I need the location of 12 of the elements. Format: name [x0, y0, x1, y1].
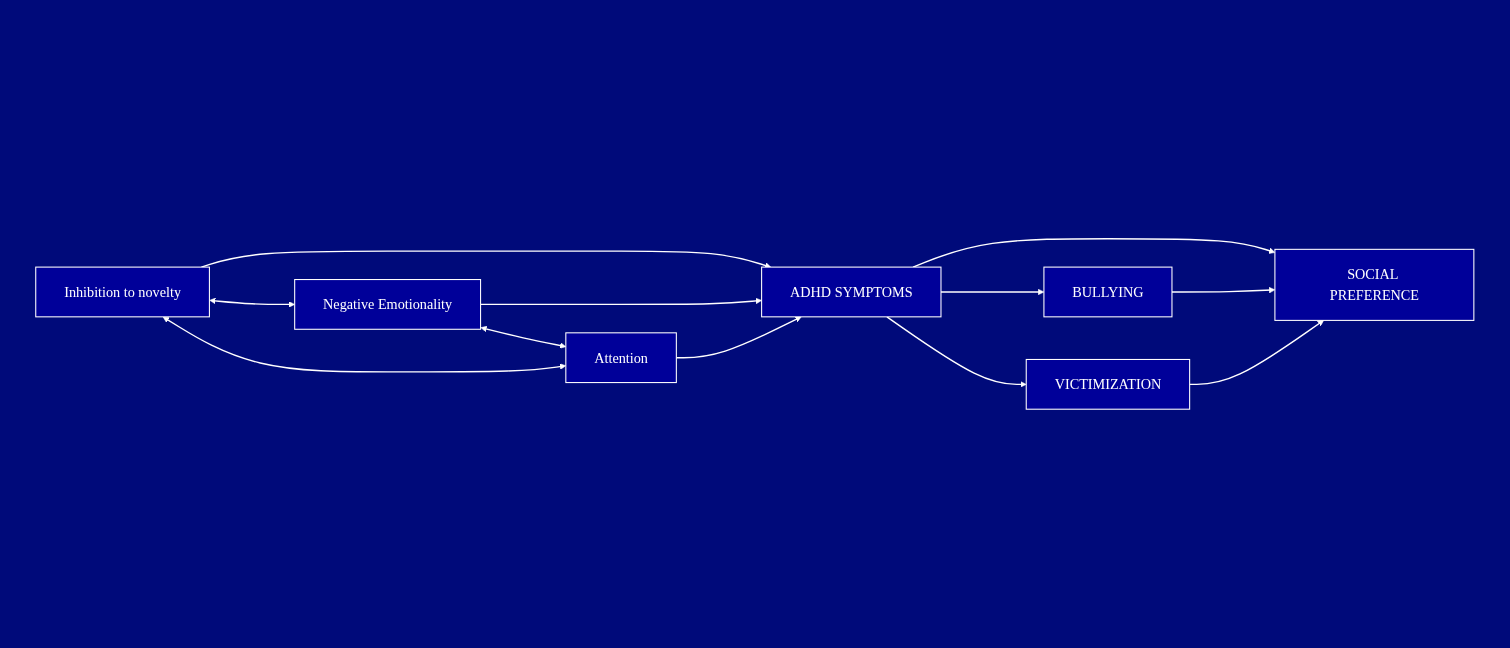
node-box: Negative Emotionality: [294, 279, 482, 330]
arrow: [886, 316, 1027, 388]
arrow: [912, 238, 1276, 268]
arrow: [163, 316, 567, 373]
node-box: Inhibition to novelty: [35, 266, 211, 318]
node-box: BULLYING: [1043, 266, 1173, 318]
node-box: VICTIMIZATION: [1025, 359, 1191, 410]
arrow: [480, 326, 567, 349]
arrow: [1189, 320, 1325, 386]
node-box: Attention: [565, 332, 678, 384]
node-box: SOCIAL PREFERENCE: [1274, 248, 1475, 321]
node-box: ADHD SYMPTOMS: [761, 266, 942, 318]
